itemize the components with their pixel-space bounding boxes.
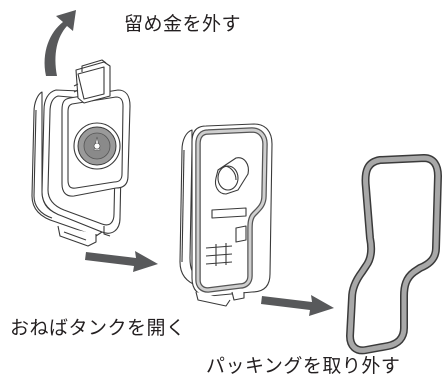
right-arrow-1 — [85, 251, 158, 272]
right-arrow-2 — [261, 295, 334, 316]
step-label-remove-packing: パッキングを取り外す — [206, 355, 401, 377]
knob-icon — [73, 122, 121, 170]
step-label-remove-latch: 留め金を外す — [124, 13, 242, 35]
tank-open — [179, 123, 273, 307]
gasket-icon — [346, 154, 442, 355]
step-label-open-tank: おねばタンクを開く — [10, 317, 186, 339]
up-curved-arrow — [44, 10, 76, 76]
